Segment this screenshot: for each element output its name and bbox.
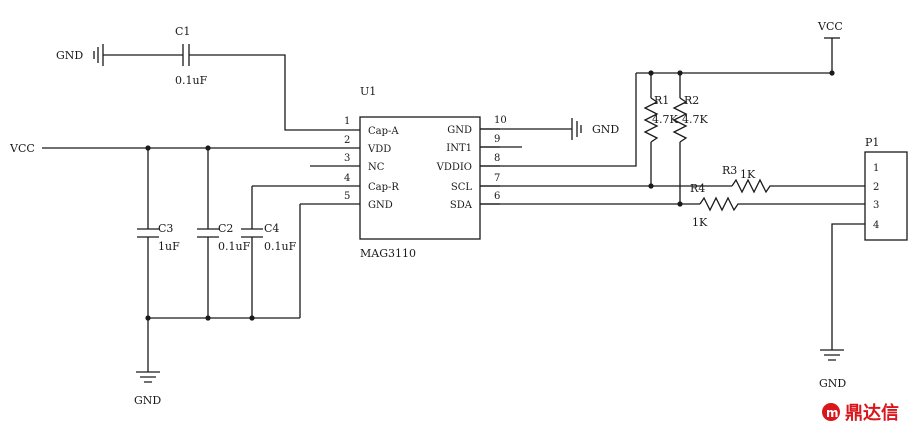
pin-number: 8 — [494, 153, 500, 164]
pin-number: 6 — [494, 191, 500, 202]
gnd-symbol-bottom-left: GND — [134, 371, 161, 407]
capacitor-c3: C3 1uF — [137, 222, 180, 253]
res-ref: R1 — [654, 94, 669, 107]
pin-name: VDD — [367, 144, 391, 155]
vcc-symbol-right: VCC — [817, 20, 843, 39]
resistor-r2: R2 4.7K — [672, 94, 708, 143]
capacitor-c1: C1 0.1uF — [175, 25, 208, 87]
res-ref: R4 — [690, 182, 705, 195]
res-ref: R3 — [722, 164, 737, 177]
pin-number: 3 — [344, 153, 350, 164]
pin-number: 9 — [494, 134, 500, 145]
connector-pin: 2 — [873, 182, 879, 193]
pin-name: Cap-A — [368, 126, 399, 137]
chip-u1: U1 MAG3110 1 2 3 4 5 Cap-A VDD NC Cap-R … — [340, 85, 507, 260]
resistor-r1: R1 4.7K — [643, 94, 678, 143]
cap-value: 0.1uF — [218, 240, 251, 253]
res-value: 1K — [740, 168, 756, 181]
gnd-label: GND — [134, 394, 161, 407]
pin-name: VDDIO — [436, 162, 472, 173]
vcc-label-left: VCC — [9, 142, 35, 155]
pin-number: 2 — [344, 135, 350, 146]
vcc-label: VCC — [9, 142, 35, 155]
pin-name: GND — [368, 200, 393, 211]
gnd-label: GND — [56, 49, 83, 62]
chip-part: MAG3110 — [360, 247, 416, 260]
capacitor-c4: C4 0.1uF — [241, 222, 297, 253]
cap-ref: C3 — [158, 222, 173, 235]
connector-pin: 3 — [873, 200, 879, 211]
watermark-text: 鼎达信 — [845, 402, 899, 424]
res-ref: R2 — [684, 94, 699, 107]
cap-ref: C2 — [218, 222, 233, 235]
pin-number: 5 — [344, 191, 350, 202]
watermark-logo-icon — [822, 403, 840, 421]
gnd-symbol-chip: GND — [571, 118, 619, 140]
vcc-label: VCC — [817, 20, 843, 33]
resistor-r3: R3 1K — [722, 164, 774, 194]
pin-number: 7 — [494, 173, 500, 184]
connector-ref: P1 — [865, 136, 879, 149]
connector-pin: 4 — [873, 220, 879, 231]
pin-number: 10 — [494, 115, 507, 126]
cap-value: 0.1uF — [175, 74, 208, 87]
pin-number: 4 — [344, 173, 350, 184]
chip-ref: U1 — [360, 85, 376, 98]
watermark-logo-glyph: m — [826, 406, 839, 420]
connector-pin: 1 — [873, 163, 879, 174]
pin-name: SDA — [450, 200, 473, 211]
cap-value: 0.1uF — [264, 240, 297, 253]
capacitor-c2: C2 0.1uF — [197, 222, 251, 253]
gnd-label: GND — [592, 123, 619, 136]
res-value: 1K — [692, 216, 708, 229]
gnd-label: GND — [819, 377, 846, 390]
cap-ref: C4 — [264, 222, 279, 235]
pin-name: SCL — [451, 182, 473, 193]
res-value: 4.7K — [652, 113, 678, 126]
gnd-symbol-top-left: GND — [56, 44, 104, 66]
pin-name: INT1 — [446, 143, 472, 154]
watermark: m 鼎达信 — [822, 402, 899, 424]
cap-ref: C1 — [175, 25, 190, 38]
wires — [42, 38, 865, 372]
resistor-r4: R4 1K — [690, 182, 742, 229]
res-value: 4.7K — [682, 113, 708, 126]
connector-p1: P1 1 2 3 4 — [864, 136, 908, 241]
gnd-symbol-right: GND — [819, 349, 846, 390]
pin-number: 1 — [344, 116, 350, 127]
pin-name: Cap-R — [368, 182, 399, 193]
cap-value: 1uF — [158, 240, 180, 253]
junctions — [145, 70, 835, 321]
pin-name: NC — [368, 162, 385, 173]
pin-name: GND — [447, 125, 472, 136]
